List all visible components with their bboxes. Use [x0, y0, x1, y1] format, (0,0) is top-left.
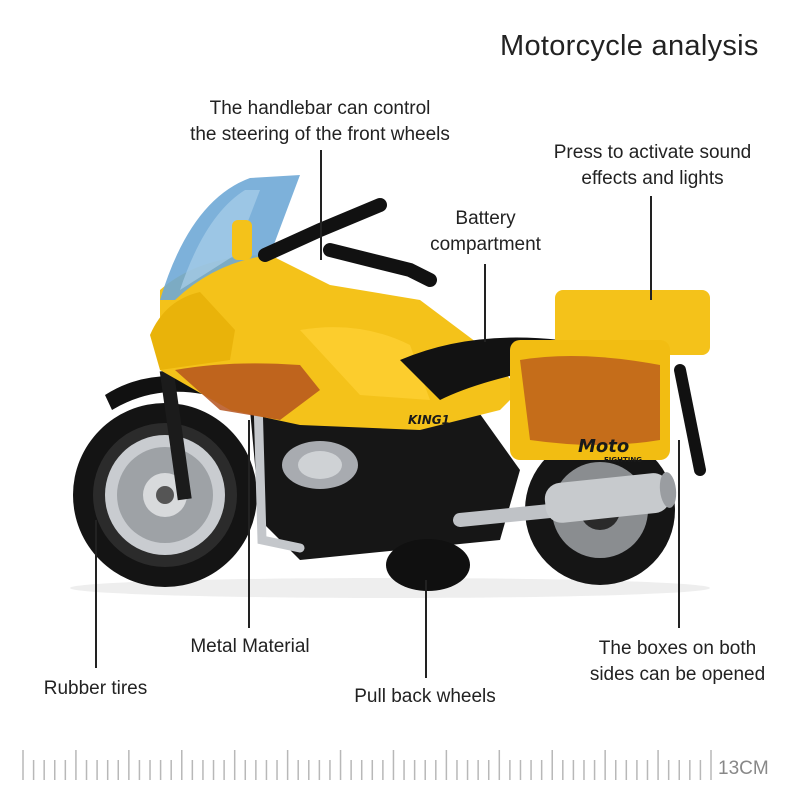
leader-sound [650, 196, 652, 300]
callout-pullback: Pull back wheels [354, 686, 496, 707]
callout-tires: Rubber tires [43, 678, 148, 699]
mirror [232, 220, 252, 260]
callout-battery-line2: compartment [430, 234, 541, 255]
leader-boxes [678, 440, 680, 628]
box-logo-sub: FIGHTING [604, 456, 642, 464]
handlebar-right [323, 243, 437, 287]
page-title: Motorcycle analysis [500, 30, 759, 62]
ruler [22, 750, 712, 780]
leader-handlebar [320, 150, 322, 260]
pullback-wheel [386, 539, 470, 591]
callout-battery-line1: Battery [455, 208, 516, 229]
rear-bracket [674, 364, 706, 476]
leader-battery [484, 264, 486, 342]
callout-battery: Battery compartment [413, 206, 558, 258]
tank-decal-text: KING1 [408, 413, 450, 427]
side-box: Moto FIGHTING [510, 290, 710, 464]
callout-boxes: The boxes on both sides can be opened [575, 636, 780, 688]
map-decal [175, 363, 320, 420]
callout-handlebar-line1: The handlebar can control [209, 98, 431, 119]
callout-sound-line1: Press to activate sound [553, 142, 752, 163]
callout-handlebar-line2: the steering of the front wheels [190, 124, 450, 145]
callout-boxes-line1: The boxes on both [598, 638, 757, 659]
box-logo-text: Moto [578, 436, 629, 457]
callout-metal: Metal Material [190, 636, 310, 657]
exhaust [453, 472, 677, 527]
front-wheel [73, 403, 257, 587]
engine-frame [250, 400, 520, 560]
leader-metal [248, 420, 250, 628]
callout-sound-line2: effects and lights [581, 168, 724, 189]
callout-handlebar: The handlebar can control the steering o… [165, 96, 475, 148]
ruler-unit-label: 13CM [718, 758, 769, 779]
callout-sound: Press to activate sound effects and ligh… [530, 140, 775, 192]
front-fork [159, 369, 192, 501]
metal-guard [253, 395, 305, 553]
leader-pullback [425, 580, 427, 678]
callout-boxes-line2: sides can be opened [589, 664, 766, 685]
leader-tires [95, 520, 97, 668]
ground-shadow [70, 578, 710, 598]
